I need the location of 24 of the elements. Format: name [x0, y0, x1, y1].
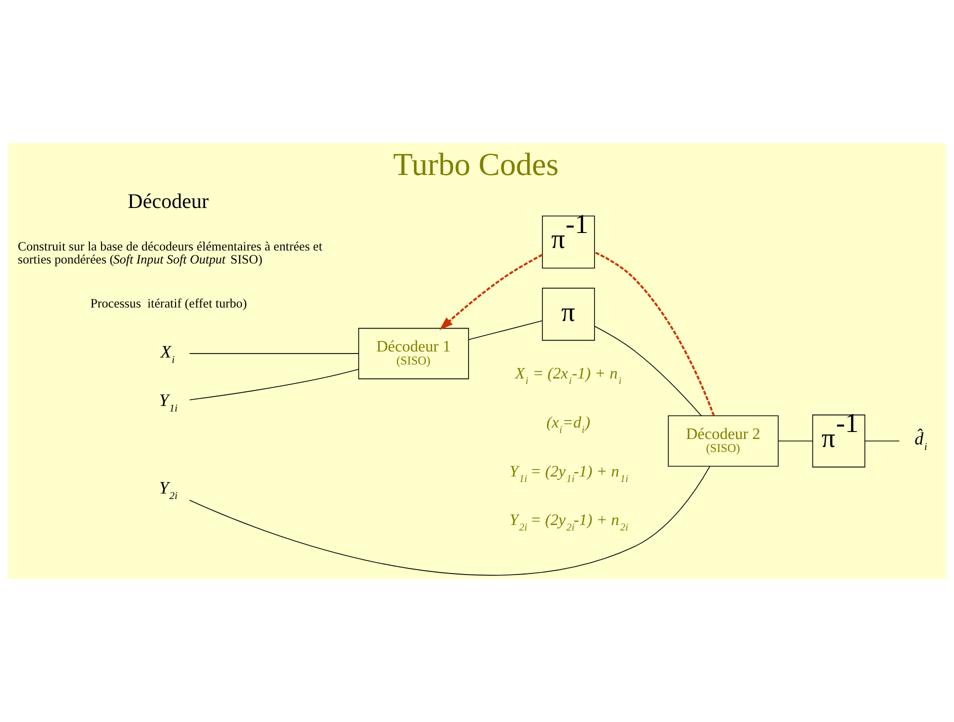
label: Construit sur la base de décodeurs élémentaires à entrées et sorties pondérées (Soft Input Soft Output SISO): [18, 240, 322, 267]
connector: [468, 320, 543, 340]
label: X$_{i}$ = (2x$_{i}$-1) + n$_{i}$: [515, 365, 622, 387]
connector: [189, 466, 710, 576]
node-text: Y$_{1i}$: [158, 390, 178, 415]
diagram-title: Turbo Codes: [393, 146, 559, 182]
node-text: d̂$_{i}$: [914, 428, 928, 454]
label: Y$_{1i}$ = (2y$_{1i}$-1) + n$_{1i}$: [509, 463, 628, 485]
connector: [864, 440, 900, 442]
node-text: Y$_{2i}$: [158, 478, 178, 502]
node-box: π: [542, 288, 595, 341]
label: Décodeur: [128, 188, 209, 213]
label: (x$_{i}$=d$_{i}$): [546, 414, 590, 436]
connector: [594, 326, 702, 416]
arrow: [439, 254, 543, 330]
node-box: Décodeur 2 (SISO): [668, 415, 779, 467]
node-text: X$_{i}$: [160, 341, 175, 366]
connector: [189, 353, 359, 354]
connector: [189, 368, 360, 400]
label: Processus itératif (effet turbo): [90, 296, 247, 311]
node-box: Décodeur 1 (SISO): [358, 328, 469, 380]
label: Y$_{2i}$ = (2y$_{2i}$-1) + n$_{2i}$: [509, 512, 628, 534]
connector: [778, 440, 813, 442]
connector: [594, 251, 715, 416]
